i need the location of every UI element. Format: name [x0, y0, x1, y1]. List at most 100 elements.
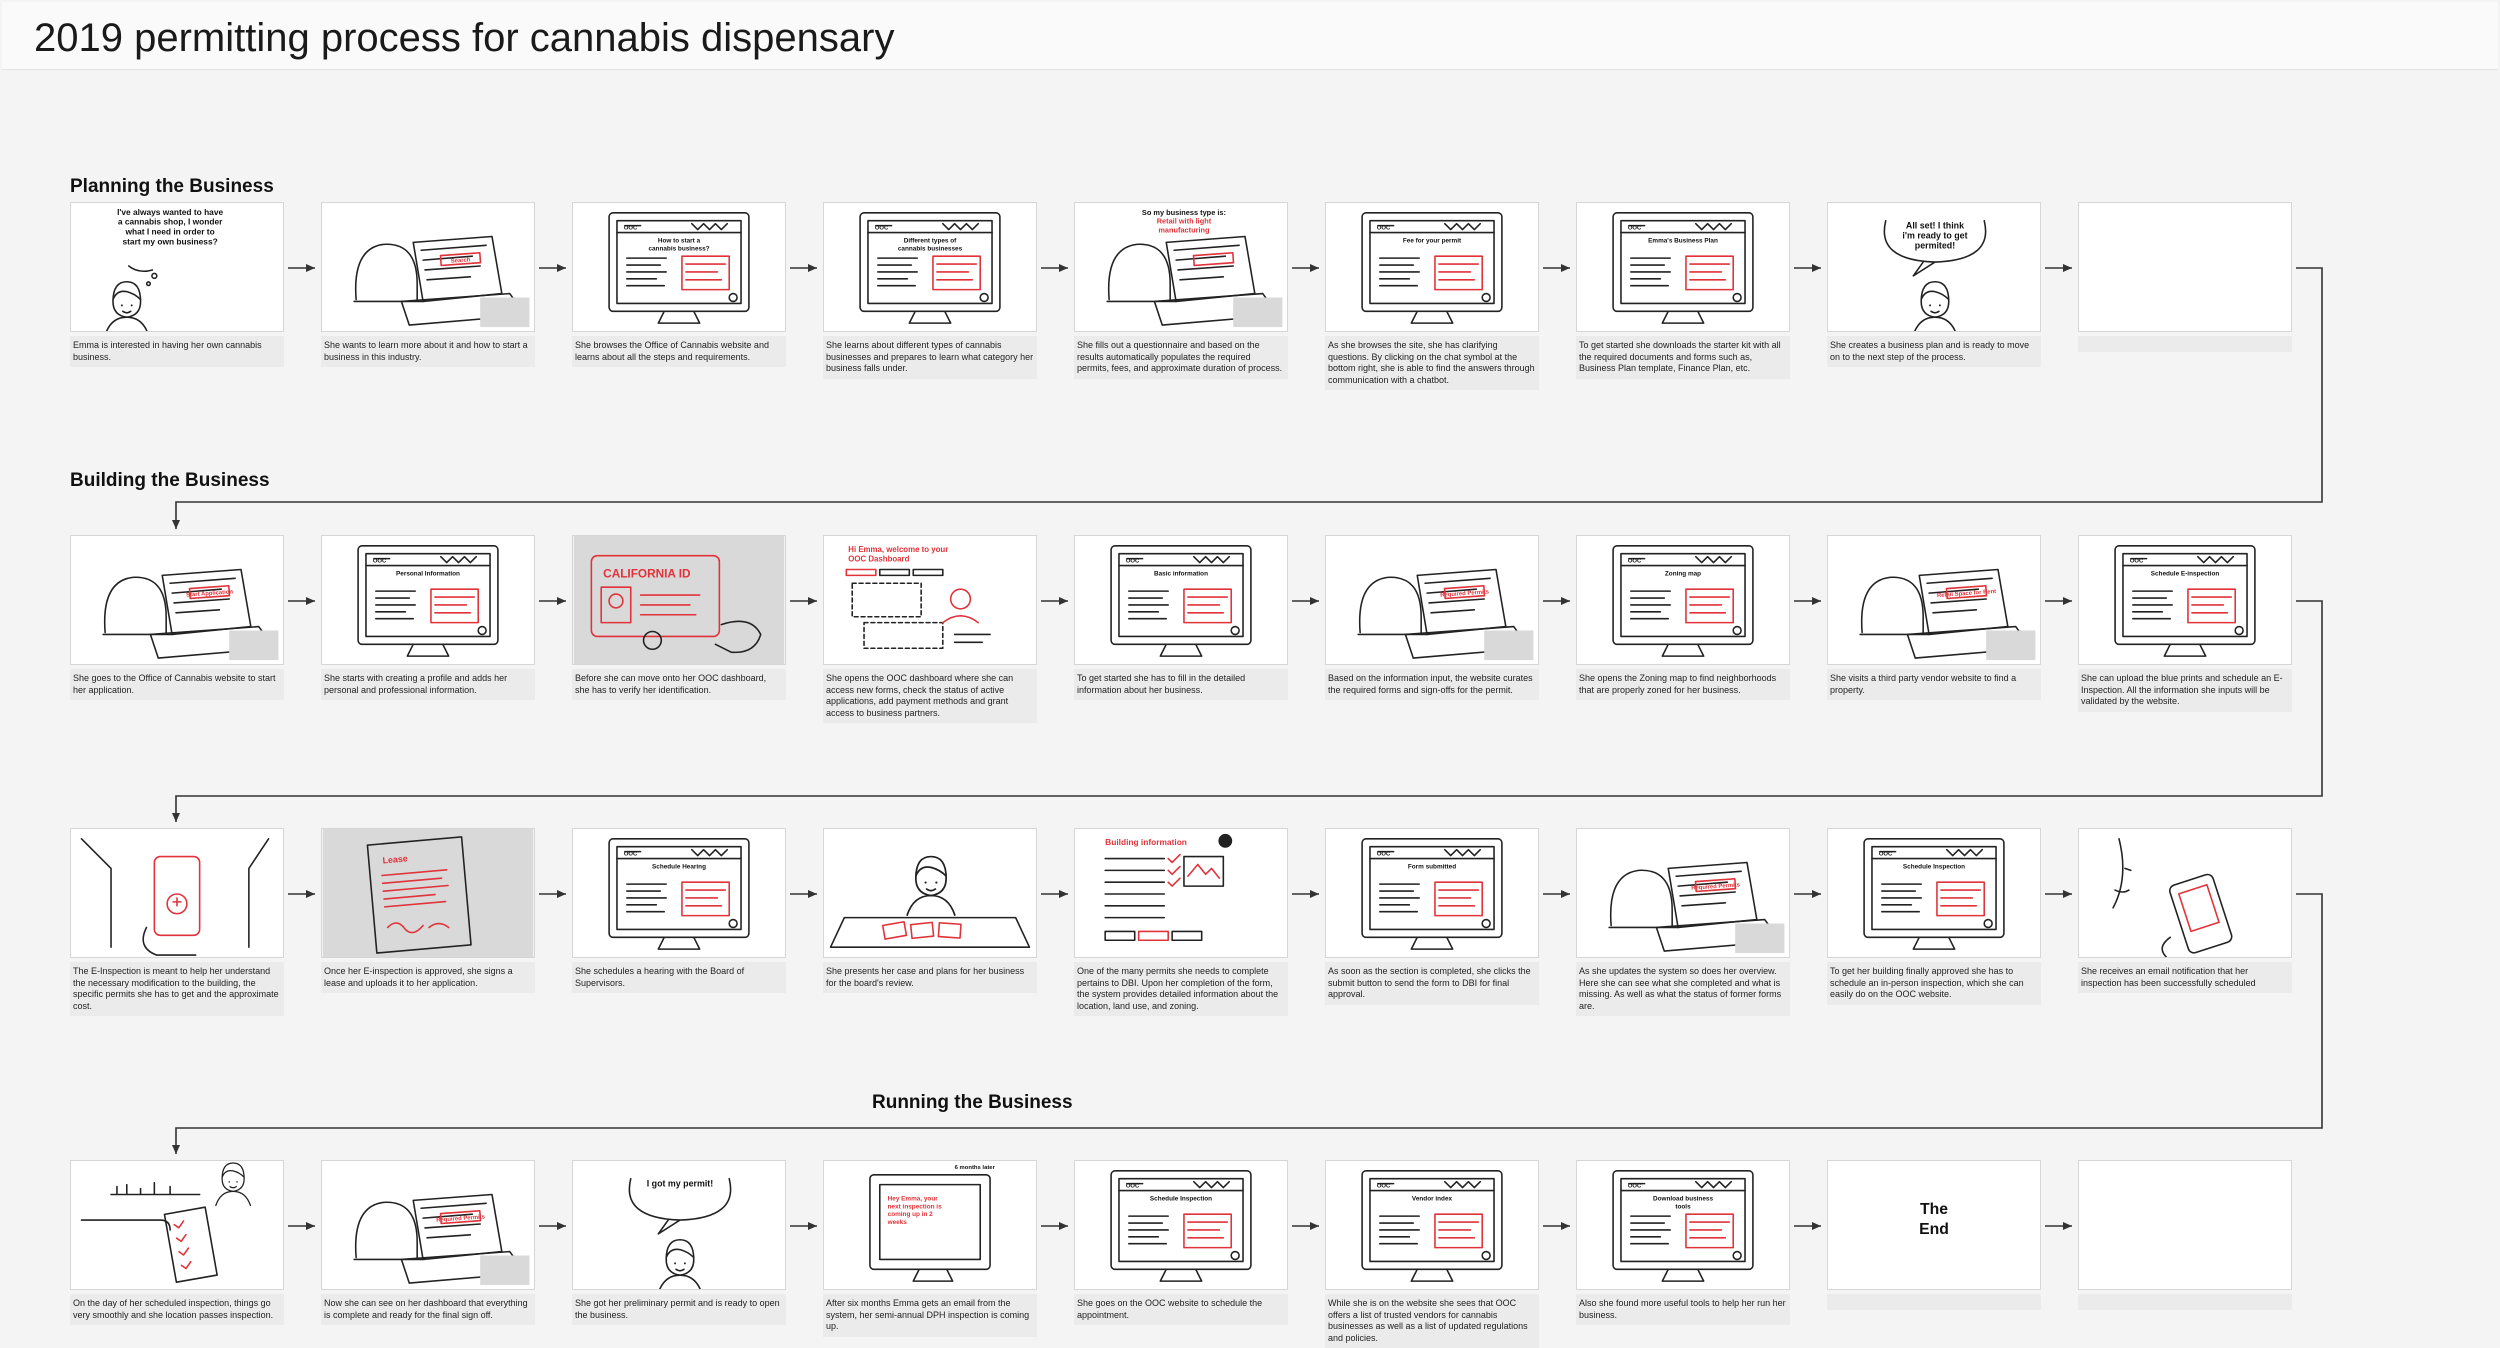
frame-caption: To get her building finally approved she…	[1827, 962, 2041, 1005]
svg-text:CALIFORNIA ID: CALIFORNIA ID	[603, 566, 691, 580]
section-title-running: Running the Business	[872, 1092, 1073, 1113]
storyboard-frame: Start Application	[70, 535, 284, 665]
row-wrap-arrow	[172, 267, 2323, 529]
svg-text:Start Application: Start Application	[186, 589, 234, 598]
scene-sketch	[80, 1162, 252, 1284]
svg-text:Form submitted: Form submitted	[1408, 863, 1456, 870]
frame-caption: She learns about different types of cann…	[823, 336, 1037, 379]
svg-text:Lease: Lease	[382, 853, 408, 865]
scene-sketch	[80, 838, 270, 956]
frame-caption: The E-Inspection is meant to help her un…	[70, 962, 284, 1016]
svg-text:Download business: Download business	[1653, 1195, 1713, 1202]
svg-text:Schedule Inspection: Schedule Inspection	[1903, 863, 1965, 870]
frame-caption: As she browses the site, she has clarify…	[1325, 336, 1539, 390]
frame-caption: She goes to the Office of Cannabis websi…	[70, 669, 284, 700]
svg-text:OOC: OOC	[1126, 1184, 1140, 1190]
scene-sketch: Search	[353, 235, 530, 328]
storyboard-frame	[2078, 828, 2292, 958]
scene-sketch: OOC Fee for your permit	[1361, 212, 1503, 324]
svg-text:start my own business?: start my own business?	[122, 236, 217, 246]
frame-caption: To get started she has to fill in the de…	[1074, 669, 1288, 700]
svg-text:Search: Search	[451, 257, 471, 264]
storyboard-frame: Building information	[1074, 828, 1288, 958]
frame-caption: Before she can move onto her OOC dashboa…	[572, 669, 786, 700]
svg-text:OOC: OOC	[2130, 559, 2144, 565]
svg-text:Basic information: Basic information	[1154, 570, 1208, 577]
frame-caption: She wants to learn more about it and how…	[321, 336, 535, 367]
storyboard-frame: So my business type is:Retail with light…	[1074, 202, 1288, 332]
svg-text:Schedule Inspection: Schedule Inspection	[1150, 1195, 1212, 1202]
scene-sketch: OOC Personal Information	[357, 545, 499, 657]
svg-text:All set! I think: All set! I think	[1906, 221, 1964, 231]
storyboard-frame: I got my permit!	[572, 1160, 786, 1290]
row-wrap-arrow	[172, 893, 2323, 1154]
frame-caption: She visits a third party vendor website …	[1827, 669, 2041, 700]
storyboard-frame: Lease	[321, 828, 535, 958]
frame-caption: After six months Emma gets an email from…	[823, 1294, 1037, 1337]
storyboard-frame: OOC Schedule E-inspection	[2078, 535, 2292, 665]
svg-text:Hey Emma, your: Hey Emma, your	[888, 1195, 939, 1202]
frame-caption: As soon as the section is completed, she…	[1325, 962, 1539, 1005]
frame-caption: One of the many permits she needs to com…	[1074, 962, 1288, 1016]
svg-text:Vendor index: Vendor index	[1412, 1195, 1453, 1202]
frame-caption: Once her E-inspection is approved, she s…	[321, 962, 535, 993]
storyboard-frame: OOC Schedule Inspection	[1074, 1160, 1288, 1290]
storyboard-frame: OOC Emma's Business Plan	[1576, 202, 1790, 332]
svg-text:cannabis business?: cannabis business?	[648, 245, 709, 252]
storyboard-frame: OOC Zoning map	[1576, 535, 1790, 665]
svg-text:I got my permit!: I got my permit!	[647, 1179, 713, 1189]
frame-caption: Also she found more useful tools to help…	[1576, 1294, 1790, 1325]
svg-text:OOC: OOC	[1126, 559, 1140, 565]
svg-text:6 months later: 6 months later	[955, 1165, 996, 1171]
scene-sketch: OOC Schedule E-inspection	[2114, 545, 2256, 657]
svg-text:OOC: OOC	[875, 226, 889, 232]
svg-text:OOC: OOC	[1377, 852, 1391, 858]
svg-text:Zoning map: Zoning map	[1665, 570, 1701, 577]
scene-sketch: OOC Zoning map	[1612, 545, 1754, 657]
svg-text:OOC: OOC	[1628, 1184, 1642, 1190]
scene-sketch: Building information	[1104, 833, 1233, 942]
section-title-building: Building the Business	[70, 470, 270, 491]
storyboard-frame: CALIFORNIA ID	[572, 535, 786, 665]
svg-text:Required Permits: Required Permits	[1440, 589, 1490, 598]
frame-caption: She opens the OOC dashboard where she ca…	[823, 669, 1037, 723]
scene-sketch: I got my permit!	[628, 1177, 732, 1289]
svg-text:Retail Space for Rent: Retail Space for Rent	[1937, 589, 1997, 599]
svg-text:The: The	[1920, 1201, 1948, 1218]
frame-caption: To get started she downloads the starter…	[1576, 336, 1790, 379]
frame-caption: As she updates the system so does her ov…	[1576, 962, 1790, 1016]
svg-text:i'm ready to get: i'm ready to get	[1902, 230, 1967, 240]
frame-caption: She browses the Office of Cannabis websi…	[572, 336, 786, 367]
scene-sketch	[2112, 838, 2233, 957]
frame-caption	[2078, 1294, 2292, 1310]
svg-text:Different types of: Different types of	[904, 237, 957, 244]
svg-text:manufacturing: manufacturing	[1158, 226, 1210, 235]
header-bar: 2019 permitting process for cannabis dis…	[2, 2, 2498, 70]
svg-text:Required Permits: Required Permits	[436, 1214, 486, 1223]
svg-text:cannabis businesses: cannabis businesses	[898, 245, 963, 252]
svg-text:permited!: permited!	[1915, 240, 1955, 250]
svg-text:Personal Information: Personal Information	[396, 570, 460, 577]
frame-caption: She creates a business plan and is ready…	[1827, 336, 2041, 367]
svg-text:OOC: OOC	[624, 226, 638, 232]
svg-text:OOC: OOC	[1628, 559, 1642, 565]
storyboard-frame: OOC Schedule Inspection	[1827, 828, 2041, 958]
scene-sketch: So my business type is:Retail with light…	[1106, 208, 1283, 328]
svg-text:End: End	[1919, 1221, 1949, 1238]
frame-caption: On the day of her scheduled inspection, …	[70, 1294, 284, 1325]
svg-text:So my business type is:: So my business type is:	[1142, 208, 1226, 217]
frame-caption	[2078, 336, 2292, 352]
